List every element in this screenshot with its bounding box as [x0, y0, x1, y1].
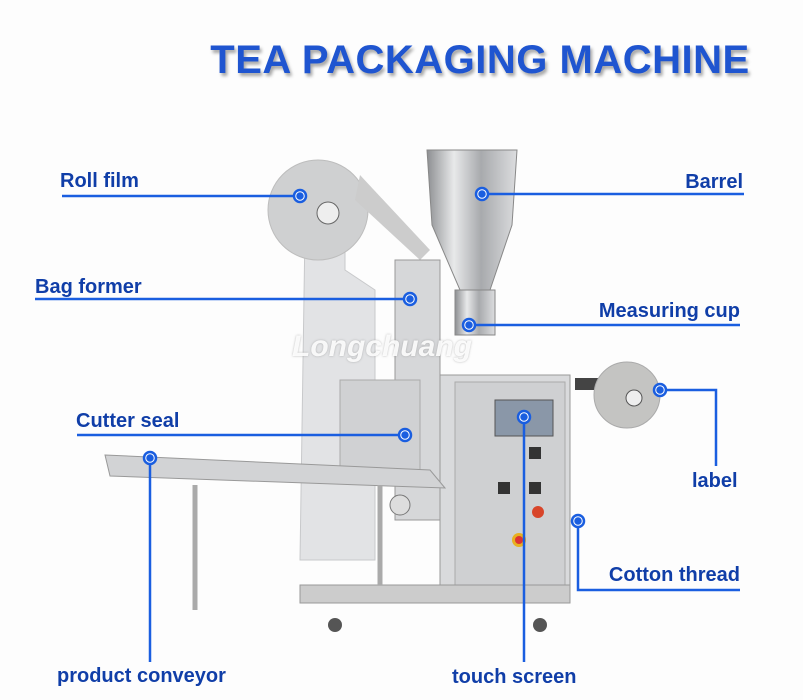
- conveyor-belt: [104, 454, 447, 489]
- label-measuring-cup: Measuring cup: [598, 300, 740, 322]
- machine: [104, 149, 661, 632]
- label-bag-former: Bag former: [35, 276, 142, 298]
- cutter-seal-dot: [397, 427, 413, 443]
- label-cotton-thread: Cotton thread: [608, 564, 740, 586]
- touch-screen-dot: [516, 409, 532, 425]
- measuring-cup-dot: [461, 317, 477, 333]
- label-dot: [652, 382, 668, 398]
- cotton-thread-dot: [570, 513, 586, 529]
- label-label: label: [692, 470, 738, 492]
- measuring-cup: [454, 289, 496, 336]
- product-conveyor-dot: [142, 450, 158, 466]
- label-product-conveyor: product conveyor: [57, 665, 226, 687]
- bag-former-dot: [402, 291, 418, 307]
- leader-lines: [35, 192, 744, 662]
- watermark: Longchuang: [292, 330, 472, 363]
- label-roll-film: Roll film: [60, 170, 139, 192]
- barrel-dot: [474, 186, 490, 202]
- roll-film-dot: [292, 188, 308, 204]
- label-barrel: Barrel: [685, 171, 743, 193]
- label-cutter-seal: Cutter seal: [76, 410, 180, 432]
- label-touch-screen: touch screen: [452, 666, 577, 688]
- page-title: TEA PACKAGING MACHINE: [210, 38, 750, 82]
- callout-dots: [142, 186, 668, 529]
